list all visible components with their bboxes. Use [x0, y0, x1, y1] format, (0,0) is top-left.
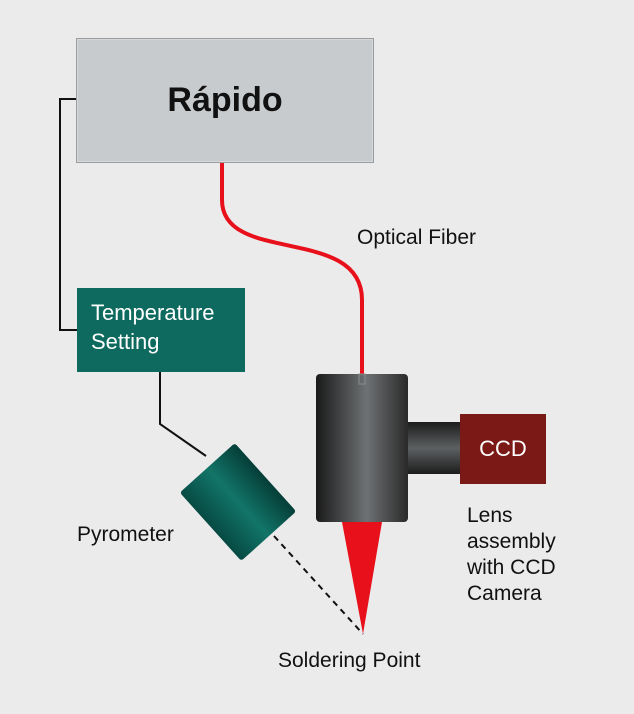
soldering-point-label: Soldering Point: [278, 649, 421, 672]
ccd-label: CCD: [479, 436, 527, 461]
optical-fiber-label: Optical Fiber: [357, 226, 477, 249]
optical-fiber: [220, 163, 364, 374]
pyrometer-cable: [159, 372, 207, 457]
temperature-setting-label: Temperature Setting: [91, 300, 215, 354]
measurement-line: [273, 535, 364, 635]
control-cable: [59, 98, 77, 331]
pyrometer-body: [180, 444, 296, 560]
ccd-camera-box: CCD: [460, 414, 546, 484]
lens-assembly-body: [316, 374, 408, 522]
temperature-setting-box: Temperature Setting: [77, 288, 245, 372]
laser-beam: [342, 522, 382, 634]
rapido-laser-unit: Rápido: [76, 38, 374, 163]
pyrometer-label: Pyrometer: [77, 523, 174, 546]
lens-arm: [406, 422, 462, 474]
lens-assembly-label: Lens assembly with CCD Camera: [467, 504, 556, 605]
rapido-label: Rápido: [167, 81, 283, 119]
